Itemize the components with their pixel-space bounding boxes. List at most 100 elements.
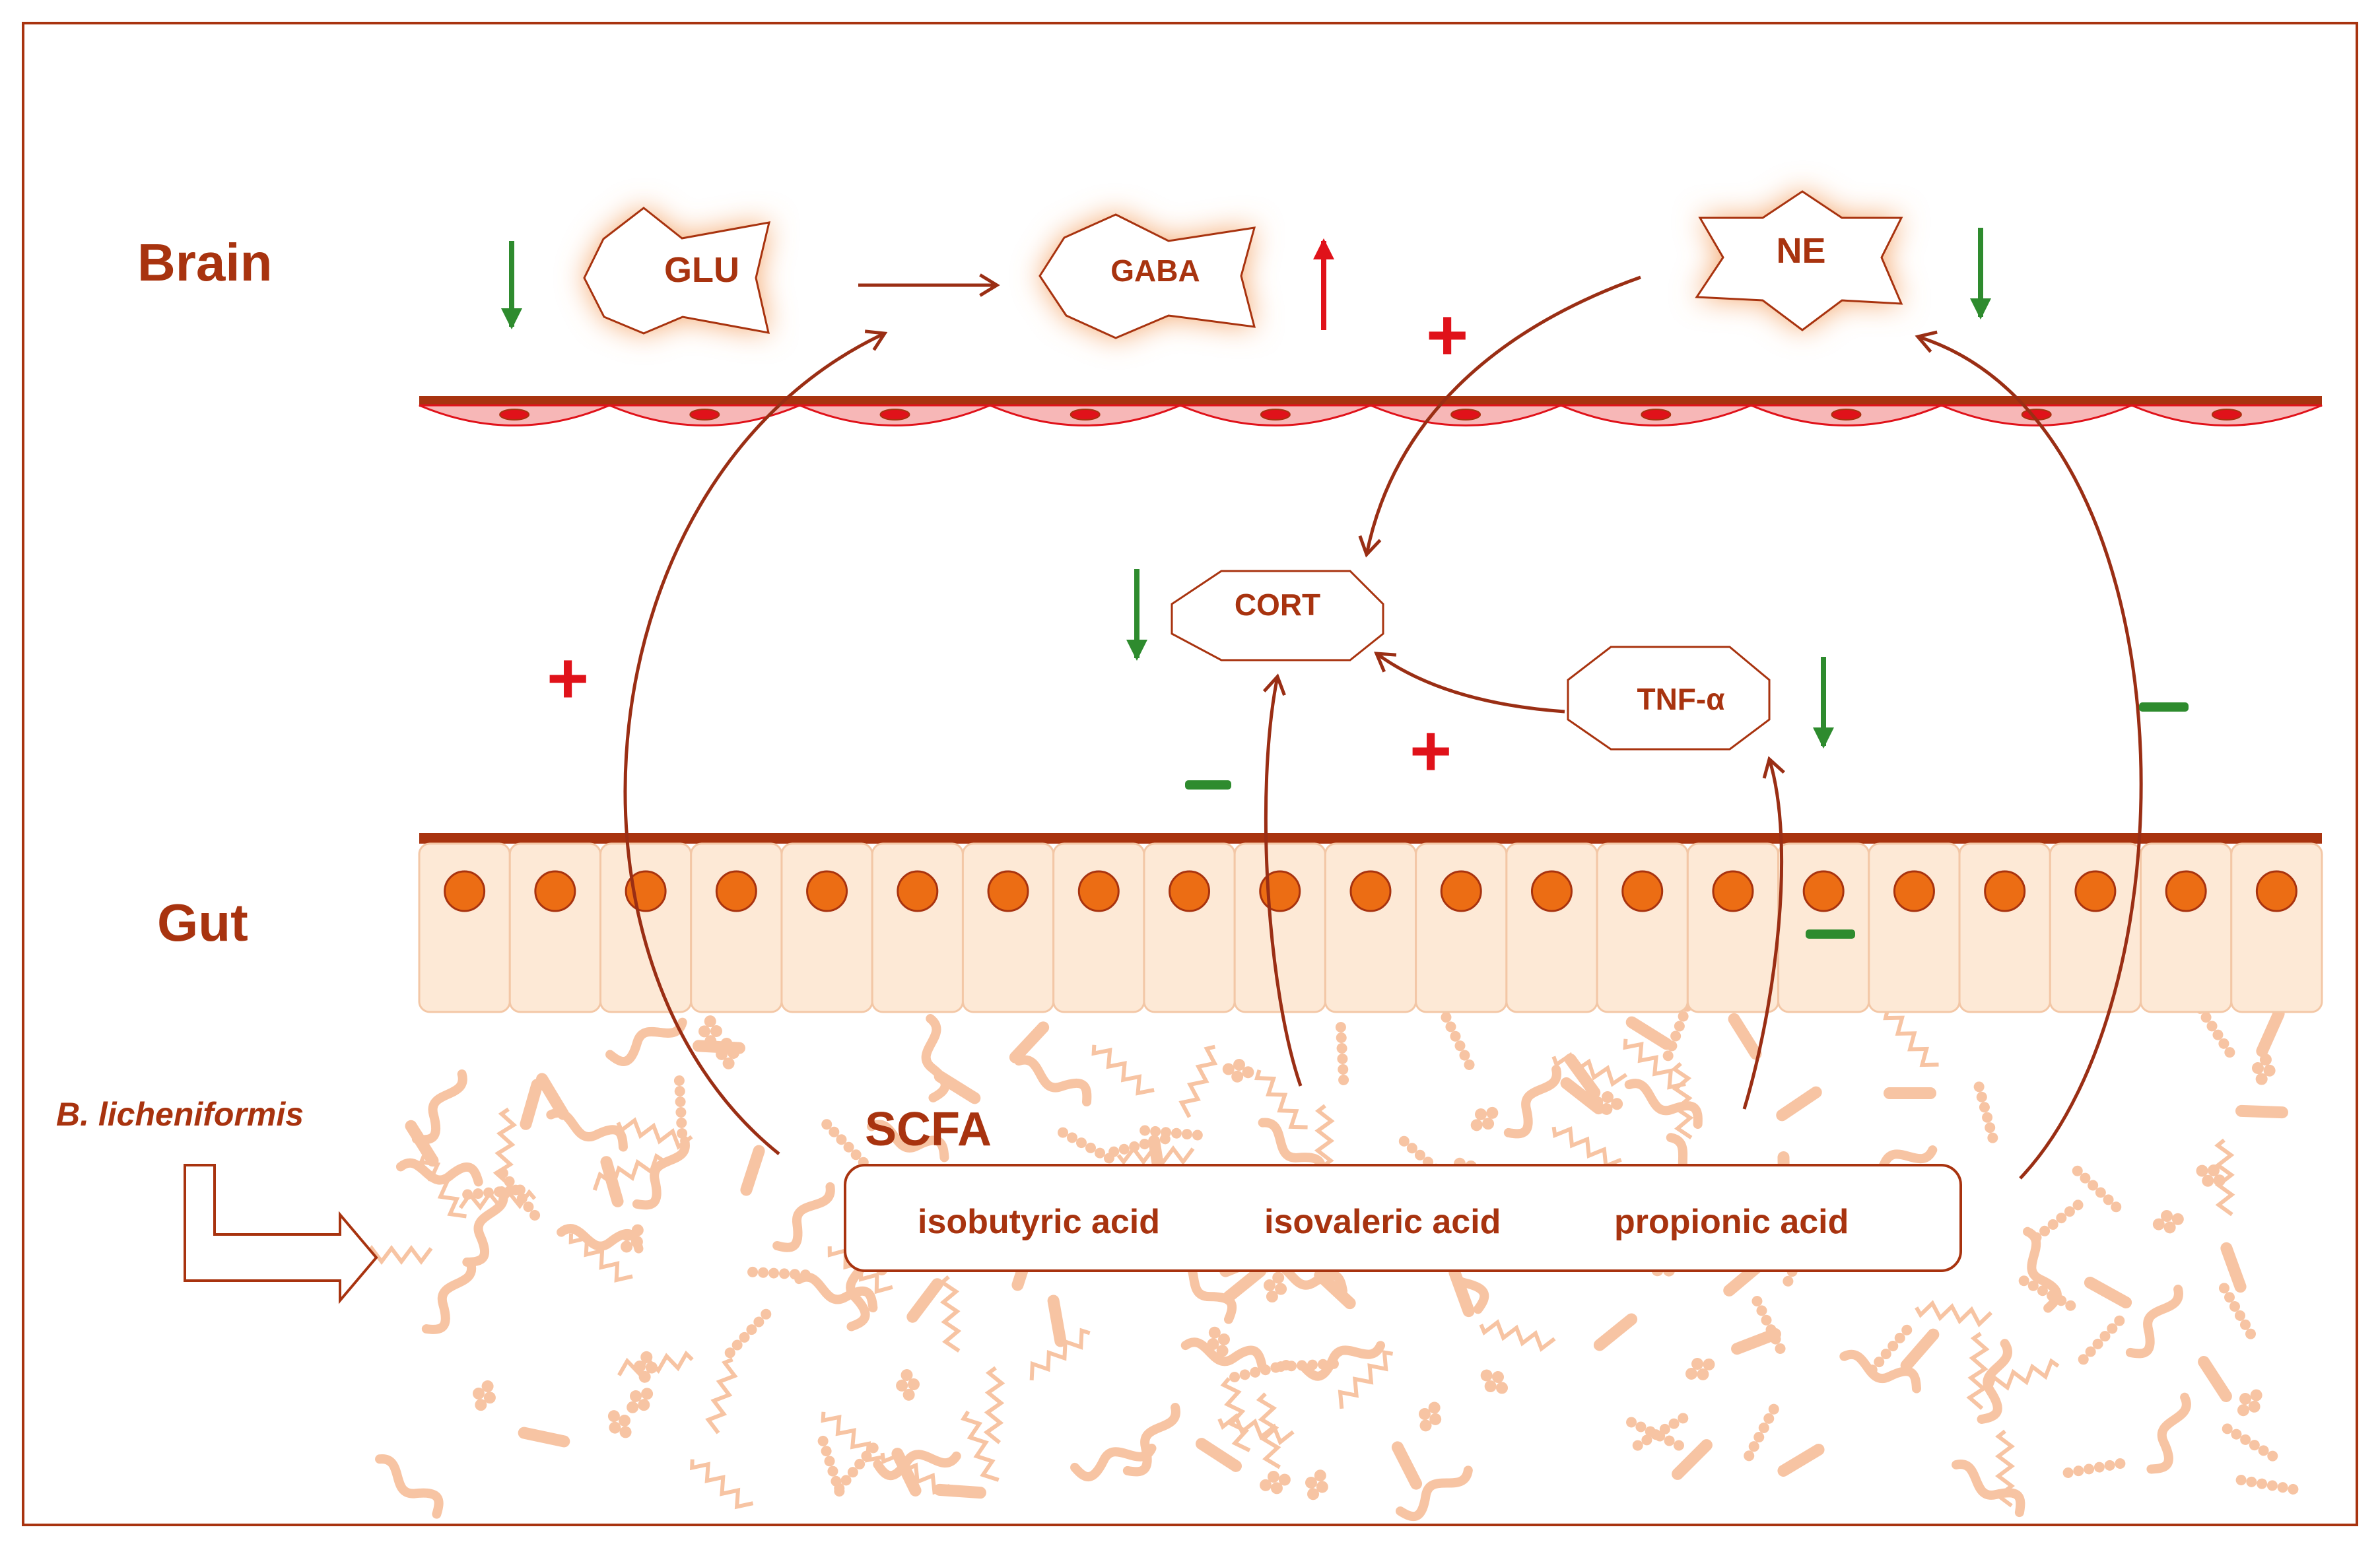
microbe <box>607 1410 632 1438</box>
pathway-arrows <box>623 275 2143 1180</box>
microbe <box>1419 1401 1442 1432</box>
microbe <box>1178 1044 1218 1118</box>
tnf-label: TNF-α <box>1637 682 1724 716</box>
microbe <box>1338 1350 1394 1409</box>
microbe <box>1731 1328 1781 1355</box>
microbe <box>740 1145 765 1196</box>
microbe <box>2222 1423 2278 1462</box>
tnf-trend-down-arrow <box>1813 657 1834 749</box>
microbe <box>1884 1087 1936 1099</box>
microbe <box>906 1278 943 1323</box>
microbe <box>2235 1475 2299 1495</box>
cort-node: CORT <box>1171 570 1384 661</box>
microbe <box>724 1308 772 1359</box>
microbe <box>698 1015 722 1048</box>
endothelial-nucleus <box>1070 409 1101 421</box>
microbe <box>421 1258 477 1334</box>
blood-brain-barrier <box>419 396 2323 426</box>
epithelial-cell <box>1505 842 1598 1013</box>
scfa-to-ne-arrow <box>1917 335 2143 1180</box>
microbe <box>794 1272 878 1313</box>
epithelial-cell <box>961 842 1055 1013</box>
microbe <box>1995 1429 2015 1508</box>
microbe <box>458 1189 537 1211</box>
microbe <box>405 1120 439 1167</box>
arrowhead <box>1262 673 1286 696</box>
microbe <box>1551 1126 1622 1169</box>
epithelial-cell <box>599 842 693 1013</box>
microbe <box>693 1040 745 1054</box>
epithelial-nucleus <box>1530 870 1573 912</box>
epithelial-cell <box>1052 842 1145 1013</box>
glu-label: GLU <box>664 250 739 290</box>
microbe <box>1122 1403 1180 1477</box>
microbe <box>1254 1069 1308 1129</box>
ne-to-cort-arrow <box>1365 275 1641 555</box>
microbe <box>1900 1328 1940 1372</box>
microbe <box>1776 1086 1822 1122</box>
gaba-label: GABA <box>1110 253 1200 288</box>
scfa-to-glu-arrow <box>623 331 886 1155</box>
microbe <box>983 1366 1005 1444</box>
arrowhead <box>979 273 1000 297</box>
microbe <box>1560 1077 1605 1115</box>
microbe <box>673 1075 688 1139</box>
microbe <box>1264 1271 1287 1303</box>
microbe <box>772 1182 835 1252</box>
microbe <box>1623 1038 1686 1090</box>
microbe <box>2072 1165 2122 1213</box>
microbe <box>961 1410 1000 1482</box>
microbe <box>1883 1009 1939 1067</box>
microbe <box>1624 1079 1703 1129</box>
gut-epithelium <box>418 833 2323 1013</box>
microbe <box>536 1073 569 1120</box>
epithelial-nucleus <box>806 870 848 912</box>
bacterium-label: B. licheniformis <box>56 1096 304 1133</box>
epithelial-nucleus <box>1440 870 1482 912</box>
endothelial-nucleus <box>689 409 720 421</box>
trend-arrows <box>501 228 1991 1269</box>
microbe <box>1564 1053 1601 1099</box>
epithelial-nucleus <box>2165 870 2207 912</box>
microbe <box>2252 1054 2276 1085</box>
microbe <box>1839 1349 1921 1394</box>
microbe <box>1091 1044 1155 1096</box>
microbe <box>1744 1403 1779 1462</box>
minus-signs <box>1185 702 2189 939</box>
microbe <box>1305 1469 1328 1500</box>
microbe <box>411 1069 467 1145</box>
scfa-title: SCFA <box>865 1103 992 1156</box>
microbe <box>2152 1210 2184 1234</box>
epithelial-cell <box>418 842 511 1013</box>
ne-cort-plus-sign: + <box>1426 294 1468 376</box>
microbe <box>1217 1413 1295 1446</box>
tnf-cort-plus-sign: + <box>1410 710 1452 792</box>
epithelial-cell <box>2049 842 2142 1013</box>
arrowhead <box>1374 652 1397 673</box>
microbe <box>2196 1164 2226 1187</box>
microbe <box>1029 1328 1091 1381</box>
epithelial-cell <box>2230 842 2323 1013</box>
scfa-to-cort-arrow <box>1264 676 1303 1087</box>
endothelial-nucleus <box>1260 409 1291 421</box>
ne-trend-down-arrow <box>1970 228 1991 320</box>
microbe <box>1632 1413 1689 1451</box>
microbe <box>1973 1081 1998 1143</box>
epithelial-nucleus <box>1893 870 1935 912</box>
scfa-cort-minus-sign <box>1185 780 1231 790</box>
microbe <box>1070 1443 1157 1481</box>
scfa-box <box>844 1164 1962 1272</box>
microbe <box>1391 1441 1423 1490</box>
microbe <box>2219 1283 2256 1339</box>
microbe <box>1777 1444 1825 1477</box>
microbe <box>1009 1021 1050 1063</box>
microbe <box>375 1454 444 1519</box>
microbe <box>880 1452 951 1495</box>
epithelial-cell <box>1415 842 1508 1013</box>
arrowhead <box>1358 535 1382 558</box>
microbe <box>1977 1339 2012 1424</box>
microbe <box>1222 1059 1254 1083</box>
microbe <box>605 1017 687 1066</box>
arrowhead <box>1762 756 1785 779</box>
